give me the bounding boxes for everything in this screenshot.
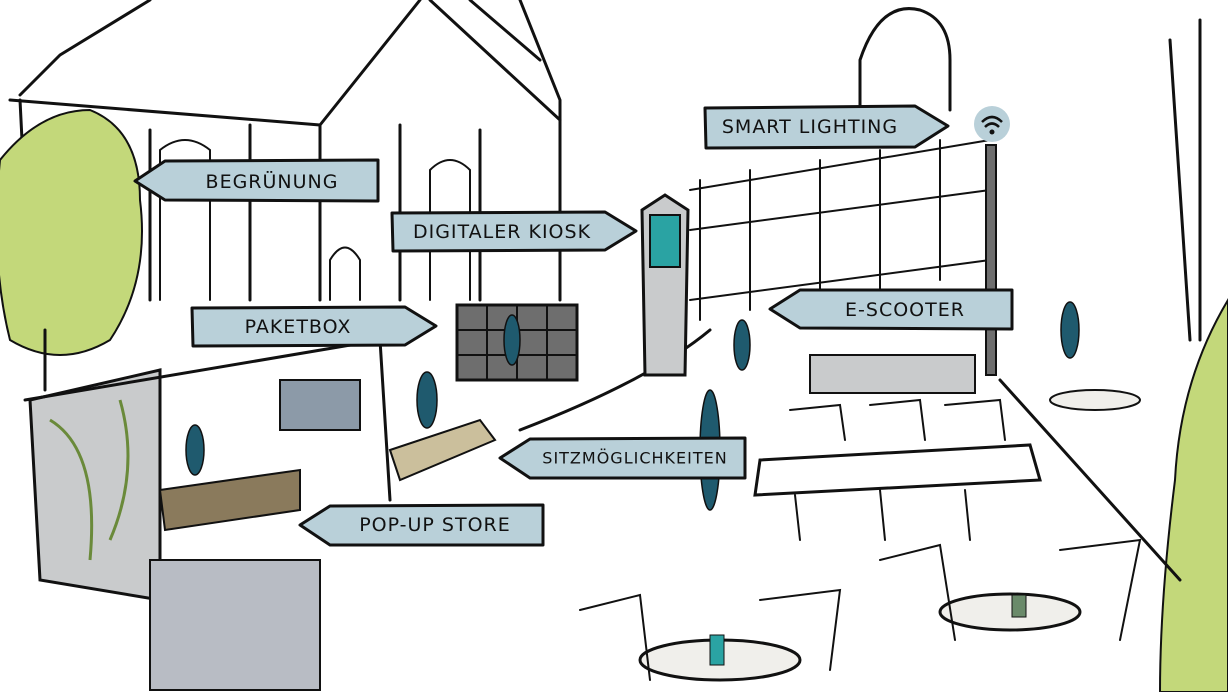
tree-left [0,108,143,392]
sign-begruenung: BEGRÜNUNG [133,158,380,203]
sign-label: BEGRÜNUNG [206,170,339,193]
sign-label: DIGITALER KIOSK [413,221,591,243]
buildings [689,7,1202,342]
wifi-icon [981,115,1003,128]
digital-kiosk [640,193,690,377]
street-lines [518,328,1182,582]
sign-label: PAKETBOX [245,316,352,338]
smart-light-pole [974,106,1010,376]
sign-paketbox: PAKETBOX [190,305,438,348]
sign-digitaler-kiosk: DIGITALER KIOSK [390,210,638,253]
popup-store [23,338,392,691]
bench [388,418,497,482]
sign-smart-lighting: SMART LIGHTING [703,104,950,150]
cafe-furniture [579,389,1142,682]
tree-right [1158,298,1228,692]
sign-label: E-SCOOTER [845,299,965,321]
planter [809,354,976,394]
sign-sitzmoeglichkeiten: SITZMÖGLICHKEITEN [498,436,747,480]
sign-label: SITZMÖGLICHKEITEN [542,449,727,468]
sign-popup-store: POP-UP STORE [298,503,545,547]
sign-label: POP-UP STORE [359,514,511,536]
sign-e-scooter: E-SCOOTER [768,288,1014,331]
sign-label: SMART LIGHTING [722,116,898,138]
